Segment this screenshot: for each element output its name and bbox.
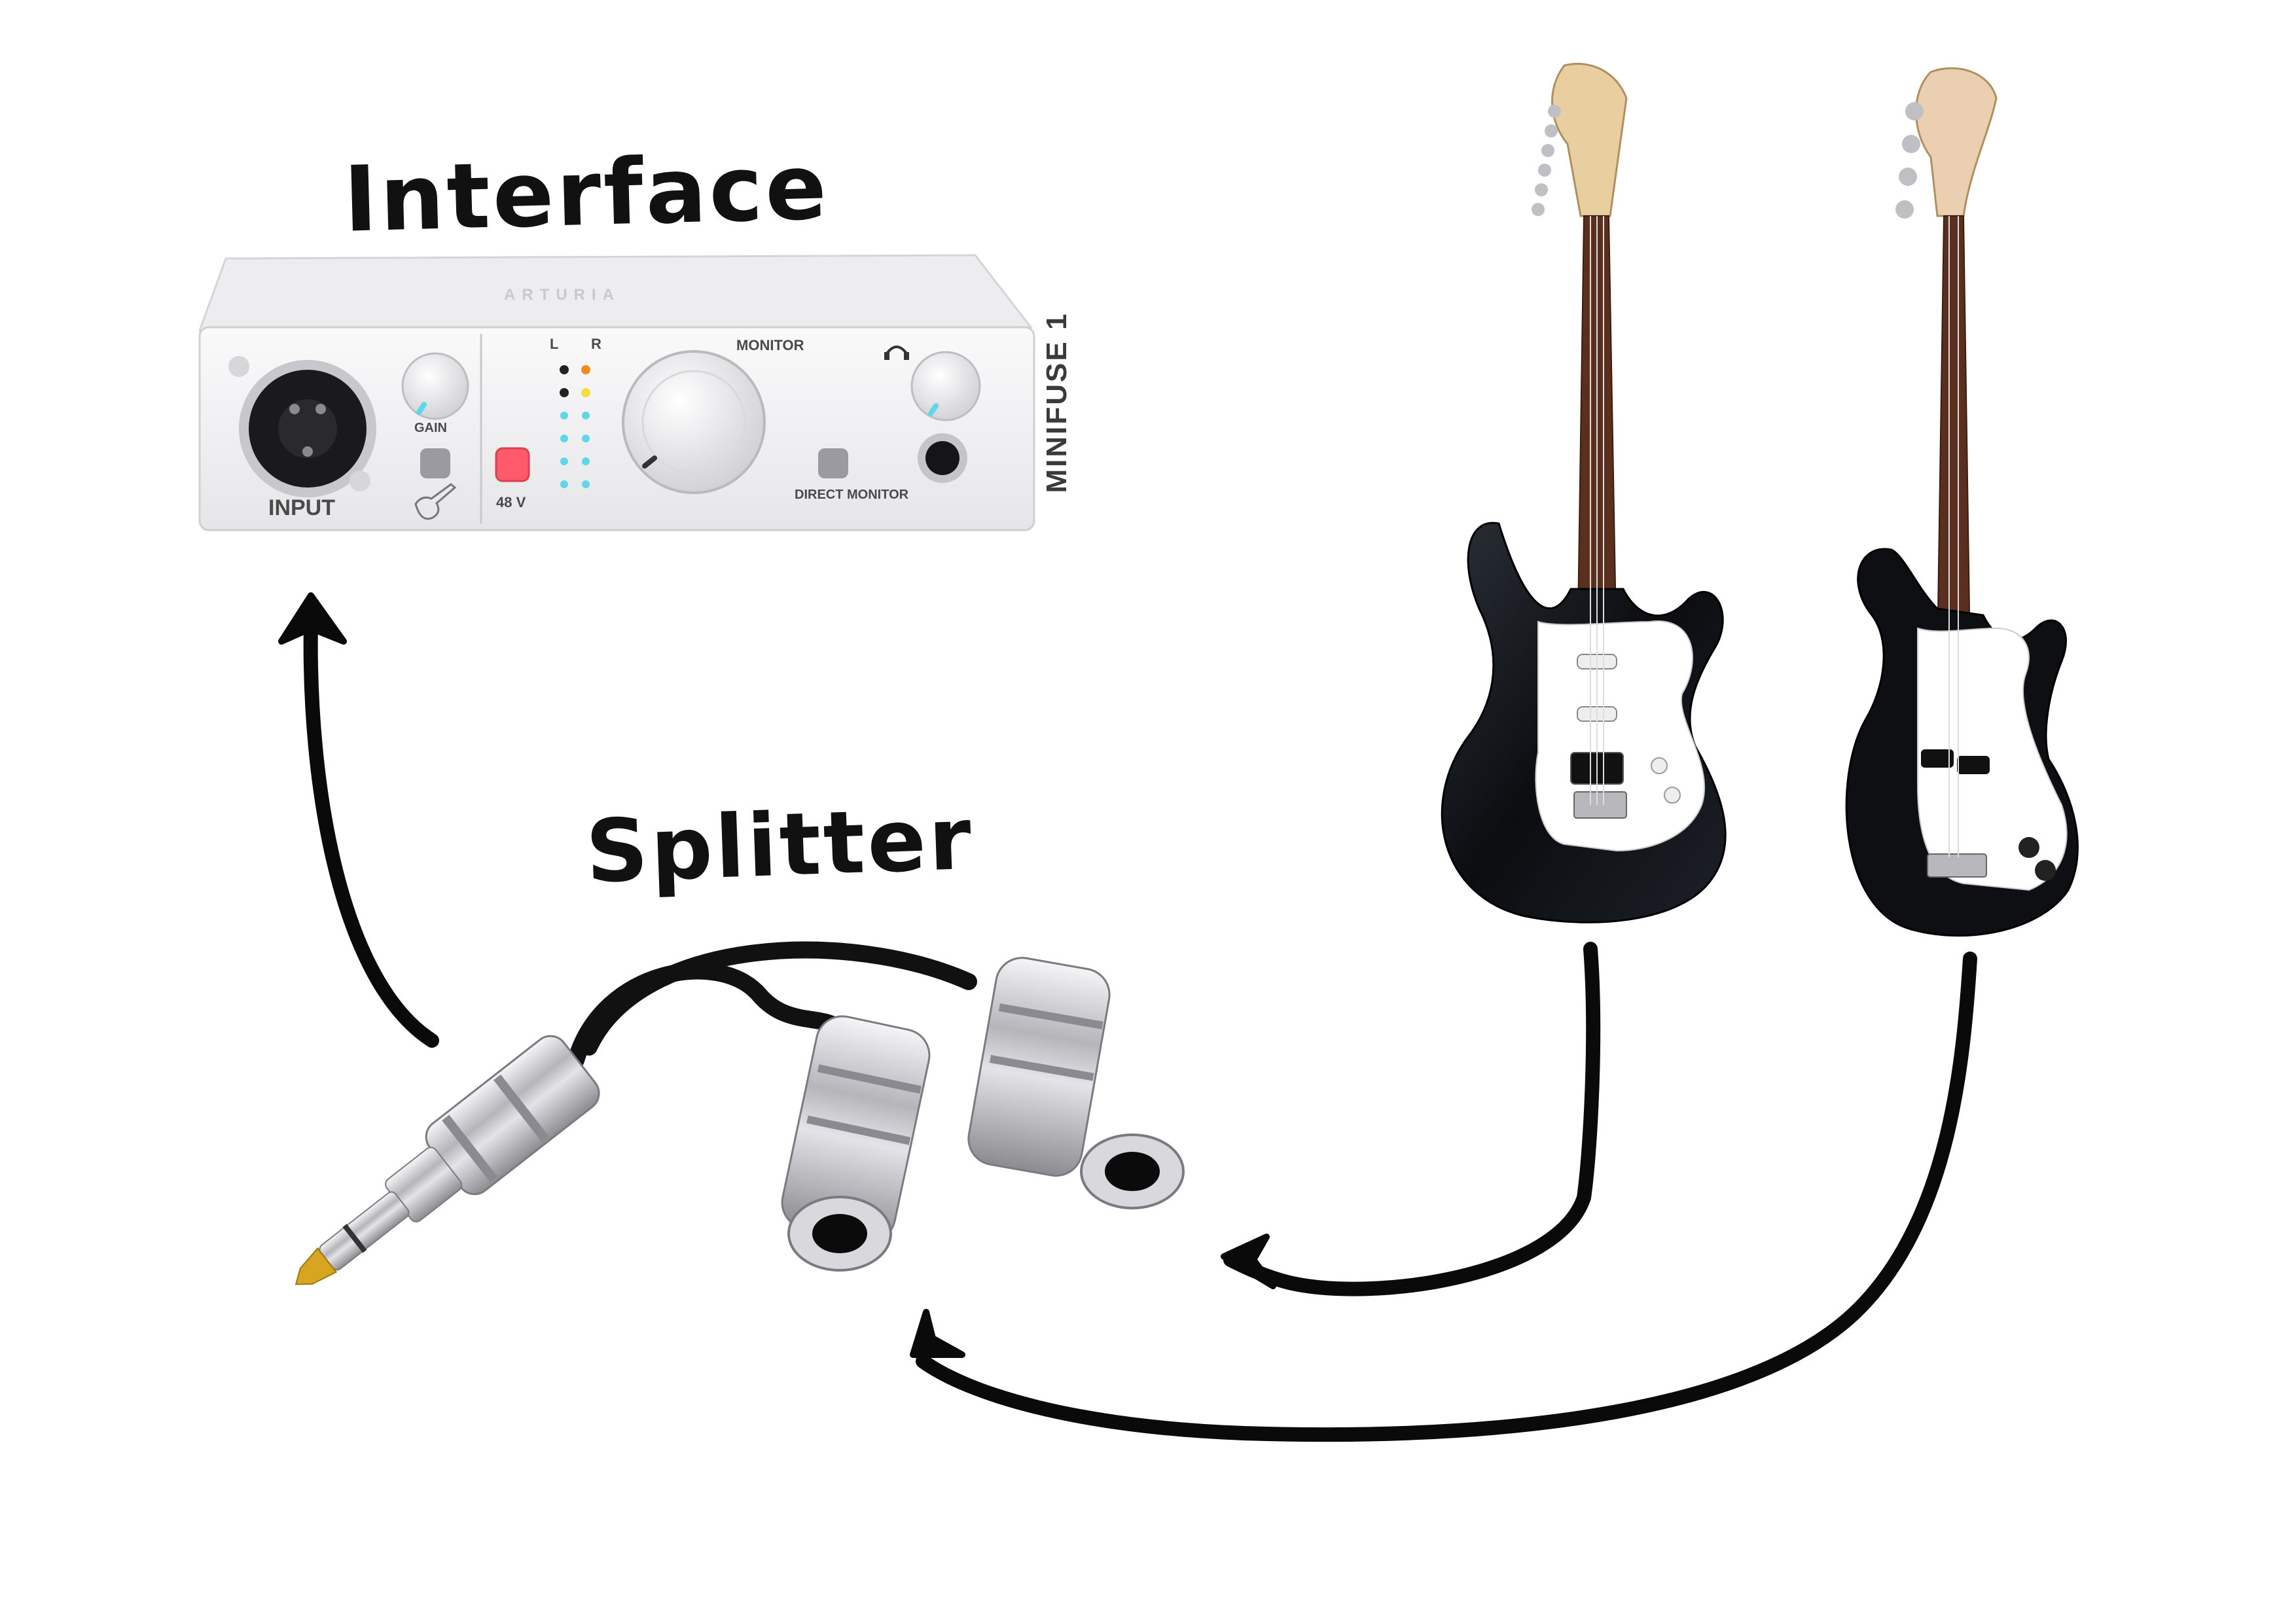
arrowhead-up-icon: [278, 592, 347, 645]
left-channel-label: L: [550, 336, 559, 352]
arrow-guitar-to-splitter: [1223, 942, 1601, 1296]
direct-monitor-button[interactable]: [818, 448, 848, 478]
interface-title: Interface: [342, 134, 831, 253]
splitter-cable: [295, 941, 1185, 1285]
right-channel-label: R: [591, 336, 601, 352]
model-name: MINIFUSE 1: [1041, 312, 1073, 493]
arrowheads: [278, 592, 1276, 1358]
arrow-splitter-to-interface: [303, 615, 439, 1048]
female-jack-left: [781, 1015, 931, 1272]
input-label: INPUT: [268, 495, 335, 520]
monitor-label: MONITOR: [736, 337, 804, 353]
gain-label: GAIN: [414, 421, 447, 435]
headphones-icon: [884, 346, 909, 360]
monitor-knob[interactable]: [622, 350, 766, 494]
level-meter: [560, 365, 590, 488]
headphone-volume-knob[interactable]: [910, 351, 981, 421]
brand-name: ARTURIA: [504, 286, 620, 304]
arrowhead-left-icon: [910, 1309, 965, 1358]
screw-icon: [228, 356, 249, 377]
splitter-title: Splitter: [584, 788, 976, 903]
male-jack-plug: [295, 1035, 600, 1285]
phantom-power-label: 48 V: [496, 494, 526, 510]
bass-guitar: [1845, 67, 2079, 937]
arrow-bass-to-splitter: [916, 952, 1977, 1442]
signal-arrows: [303, 615, 1977, 1442]
combo-input-jack[interactable]: [239, 360, 376, 497]
electric-guitar: [1441, 62, 1727, 923]
guitar-icon: [414, 483, 457, 520]
screw-icon: [350, 471, 370, 491]
instrument-switch[interactable]: [420, 448, 450, 478]
direct-monitor-label: DIRECT MONITOR: [795, 488, 909, 502]
audio-interface: [198, 254, 1035, 531]
female-jack-right: [967, 957, 1185, 1209]
gain-knob[interactable]: [401, 352, 469, 420]
arrowhead-left-icon: [1221, 1234, 1276, 1289]
headphone-jack[interactable]: [918, 433, 967, 483]
phantom-power-button[interactable]: [495, 447, 530, 482]
interface-panel-labels: ARTURIA INPUT GAIN L R MONITOR 48 V DIRE…: [196, 252, 1073, 537]
